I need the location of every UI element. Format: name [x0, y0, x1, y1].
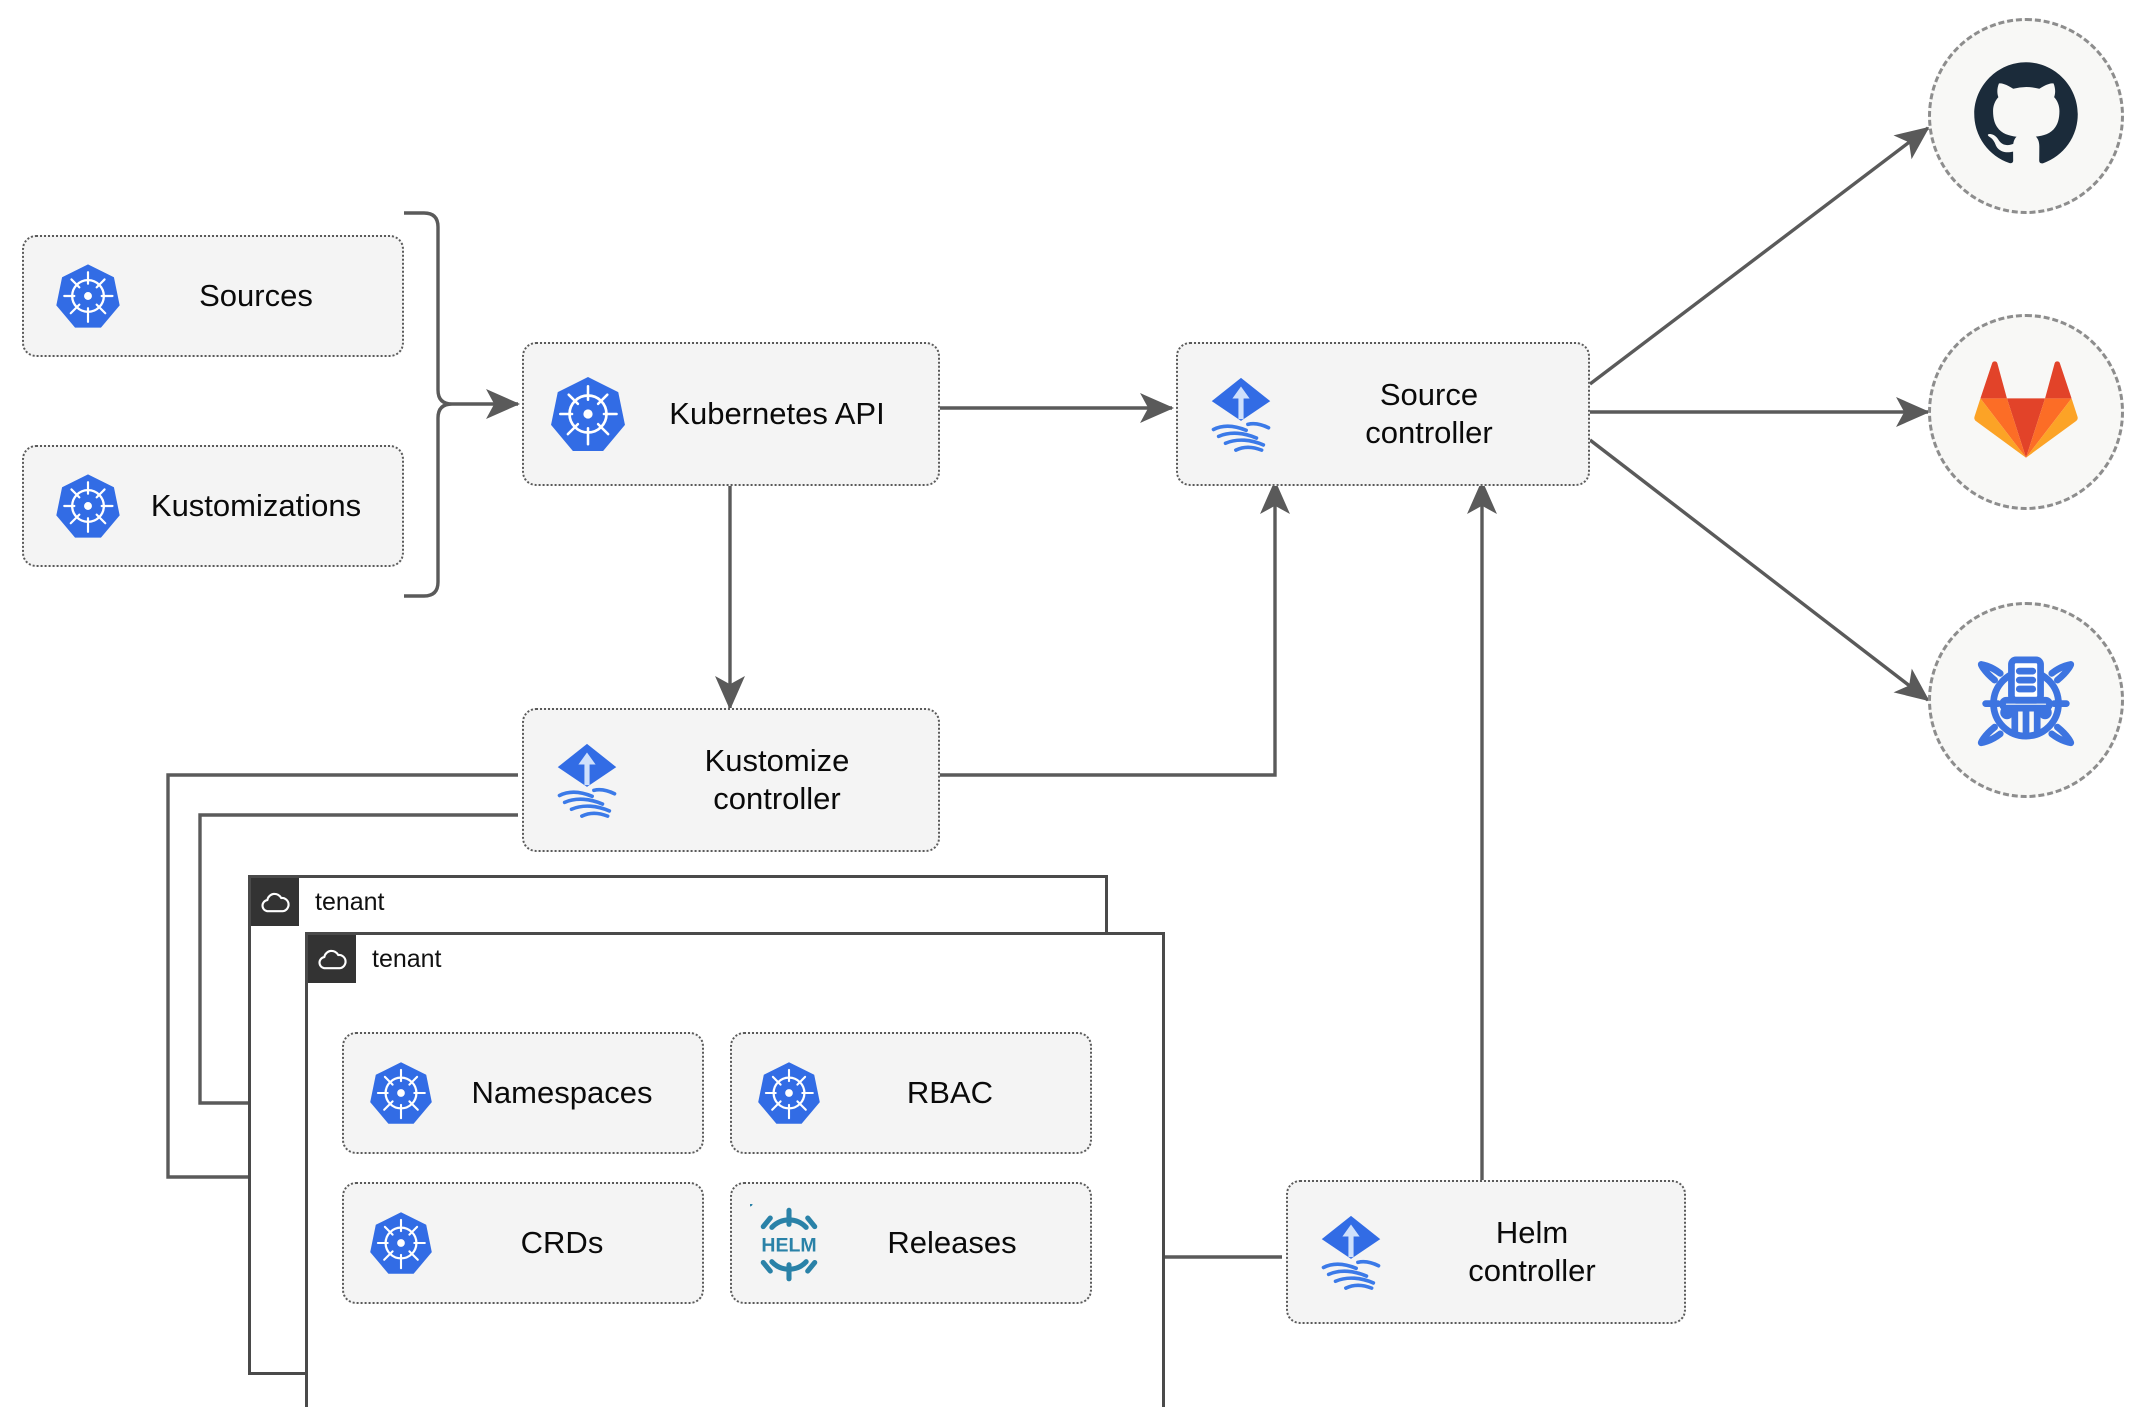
gitlab-icon — [1973, 360, 2079, 465]
node-label: Releases — [887, 1225, 1017, 1261]
svg-text:HELM: HELM — [761, 1235, 816, 1257]
node-kustomize-controller[interactable]: Kustomize controller — [522, 708, 940, 852]
kubernetes-icon — [732, 1058, 824, 1128]
flux-icon — [1288, 1209, 1394, 1295]
node-source-controller[interactable]: Source controller — [1176, 342, 1590, 486]
flux-icon — [524, 737, 630, 823]
node-label: Helm controller — [1468, 1215, 1596, 1288]
node-label: CRDs — [520, 1225, 604, 1261]
node-label: RBAC — [906, 1075, 994, 1111]
tenant-header: tenant — [308, 935, 442, 983]
node-label: Sources — [199, 278, 313, 314]
bucket-icon — [1970, 642, 2082, 759]
node-label: Source controller — [1365, 377, 1493, 450]
node-sources[interactable]: Sources — [22, 235, 404, 357]
node-releases[interactable]: HELM Releases — [730, 1182, 1092, 1304]
tenant-header: tenant — [251, 878, 385, 926]
node-kustomizations[interactable]: Kustomizations — [22, 445, 404, 567]
node-kubernetes-api[interactable]: Kubernetes API — [522, 342, 940, 486]
cloud-icon — [251, 878, 299, 926]
tenant-container-inner: tenant — [305, 932, 1165, 1407]
kubernetes-icon — [524, 372, 630, 456]
kubernetes-icon — [344, 1208, 436, 1278]
provider-github[interactable] — [1928, 18, 2124, 214]
node-helm-controller[interactable]: Helm controller — [1286, 1180, 1686, 1324]
kubernetes-icon — [24, 260, 124, 332]
node-rbac[interactable]: RBAC — [730, 1032, 1092, 1154]
helm-icon: HELM — [732, 1204, 828, 1282]
cloud-icon — [308, 935, 356, 983]
tenant-label: tenant — [315, 887, 385, 916]
node-label: Namespaces — [471, 1075, 653, 1111]
provider-bucket[interactable] — [1928, 602, 2124, 798]
node-crds[interactable]: CRDs — [342, 1182, 704, 1304]
node-label: Kubernetes API — [669, 396, 885, 432]
node-label: Kustomizations — [150, 488, 362, 524]
kubernetes-icon — [344, 1058, 436, 1128]
node-label: Kustomize controller — [704, 743, 850, 816]
kubernetes-icon — [24, 470, 124, 542]
node-namespaces[interactable]: Namespaces — [342, 1032, 704, 1154]
flux-icon — [1178, 371, 1284, 457]
provider-gitlab[interactable] — [1928, 314, 2124, 510]
github-icon — [1972, 60, 2080, 173]
tenant-label: tenant — [372, 944, 442, 973]
